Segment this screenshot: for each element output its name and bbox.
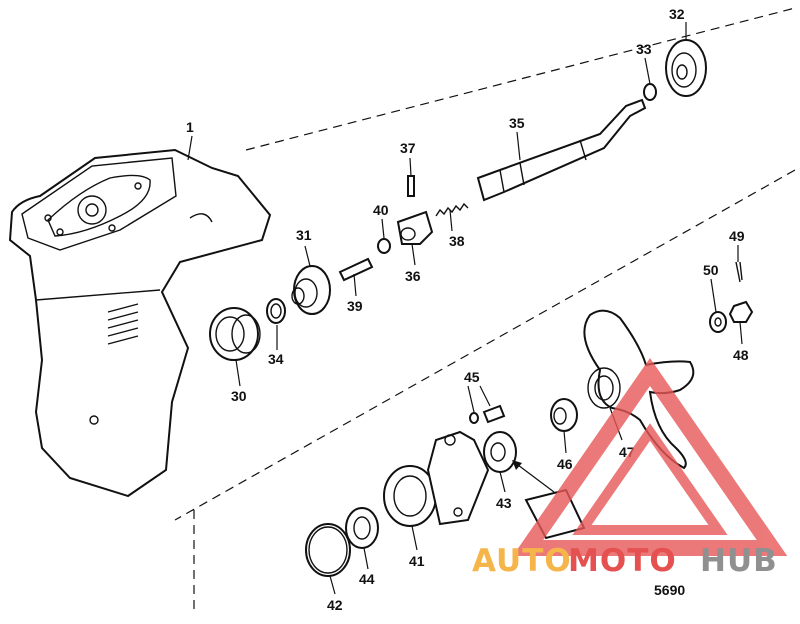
label-31: 31: [296, 227, 312, 243]
label-30: 30: [231, 388, 247, 404]
leader-lines: [187, 22, 743, 595]
bearing-carrier-part: [383, 430, 490, 527]
label-45: 45: [464, 369, 480, 385]
label-37: 37: [400, 140, 416, 156]
reverse-gear-part: [291, 265, 331, 315]
propeller-nut-part: [728, 300, 754, 323]
gear-housing-part: [8, 148, 272, 498]
bearing-part: [209, 307, 261, 361]
label-33: 33: [636, 41, 652, 57]
dashed-frame: [174, 7, 796, 612]
label-39: 39: [347, 298, 363, 314]
label-42: 42: [327, 597, 343, 613]
diagram-code: 5690: [654, 582, 685, 598]
propeller-washer-part: [709, 311, 727, 333]
thrust-hub-part: [550, 398, 578, 432]
label-41: 41: [409, 553, 425, 569]
watermark-part-moto: MOTO: [568, 543, 677, 579]
label-44: 44: [359, 571, 375, 587]
label-35: 35: [509, 115, 525, 131]
shim-washer-part: [266, 298, 286, 324]
clutch-part: [396, 210, 434, 245]
o-ring-part: [305, 523, 351, 577]
bolt-and-washer-part: [469, 404, 506, 424]
cotter-pin-part: [735, 261, 743, 283]
spring-part: [435, 202, 469, 217]
part-labels: 1 30 31 32 33 34 35 36 37 38 39 40 41 42…: [186, 6, 749, 613]
label-36: 36: [405, 268, 421, 284]
label-40: 40: [373, 202, 389, 218]
propeller-shaft-part: [476, 98, 647, 202]
watermark-text: AUTO MOTO HUB: [472, 543, 778, 579]
label-1: 1: [186, 119, 194, 135]
ball-part: [377, 238, 391, 254]
label-38: 38: [449, 233, 465, 249]
watermark-logo: [512, 357, 788, 556]
watermark-part-hub: HUB: [700, 543, 778, 579]
label-34: 34: [268, 351, 284, 367]
label-32: 32: [669, 6, 685, 22]
label-48: 48: [733, 347, 749, 363]
label-46: 46: [557, 456, 573, 472]
oil-seal-part: [483, 431, 517, 473]
cross-pin-part: [407, 175, 415, 197]
cam-pin-part: [338, 257, 374, 282]
pinion-gear-part: [665, 39, 707, 97]
carrier-bearing-part: [345, 507, 379, 549]
thrust-washer-part: [643, 83, 657, 101]
label-49: 49: [729, 228, 745, 244]
label-43: 43: [496, 495, 512, 511]
watermark-part-auto: AUTO: [472, 543, 572, 579]
label-50: 50: [703, 262, 719, 278]
